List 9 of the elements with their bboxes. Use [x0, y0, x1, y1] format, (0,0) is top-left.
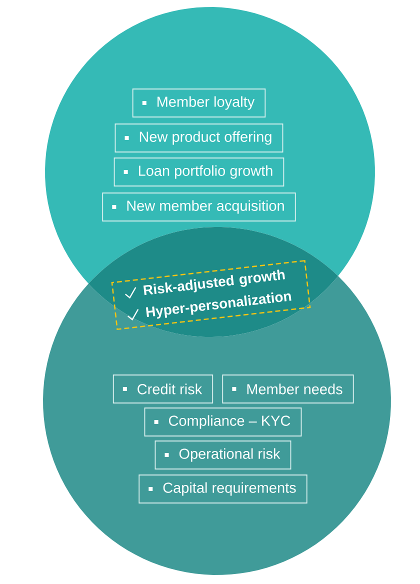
list-item-box: Member needs [222, 374, 354, 404]
list-item-box: Loan portfolio growth [114, 158, 284, 186]
list-item-box: New member acquisition [102, 192, 296, 222]
list-item-box: Credit risk [112, 374, 214, 404]
list-item-box: Compliance – KYC [144, 408, 302, 436]
list-item-box: Operational risk [154, 440, 292, 470]
list-item-box: Member loyalty [132, 88, 266, 118]
list-item-box: Capital requirements [138, 474, 308, 504]
list-item-box: New product offering [114, 124, 284, 152]
